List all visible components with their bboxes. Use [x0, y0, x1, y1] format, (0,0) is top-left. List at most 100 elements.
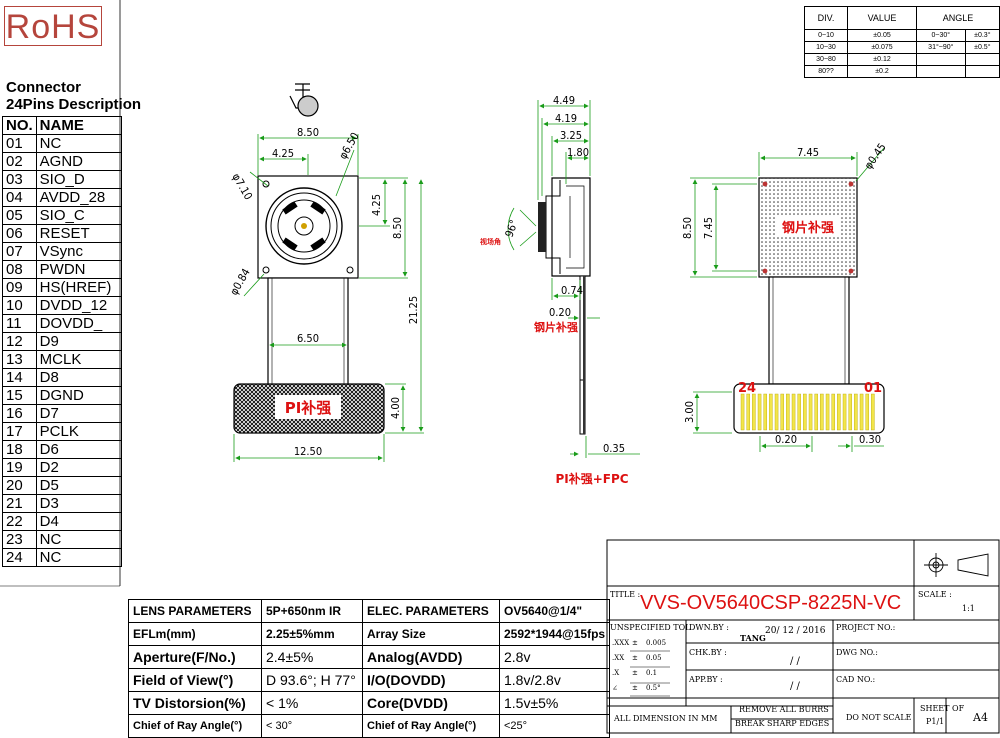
- fpc-contact-finger: [820, 393, 824, 431]
- pin-no: 24: [2, 548, 37, 567]
- lens-cell: <25°: [498, 714, 611, 738]
- remove-burrs-note: REMOVE ALL BURRS: [739, 705, 829, 714]
- pin-no: 12: [2, 332, 37, 351]
- pin-no: 05: [2, 206, 37, 225]
- title-block-frame: [606, 539, 1000, 734]
- lens-cell: Chief of Ray Angle(°): [362, 714, 500, 738]
- back-dim-width: 7.45: [797, 146, 819, 159]
- tol-row-text: ∠ ±0.5°: [612, 684, 676, 692]
- pin-name: VSync: [35, 242, 122, 261]
- first-angle-symbol-icon: [924, 553, 989, 577]
- back-dim-h1: 8.50: [681, 217, 694, 239]
- fpc-contact-finger: [814, 393, 819, 431]
- side-angle-note: 视场角: [480, 237, 501, 246]
- fpc-contact-finger: [808, 393, 813, 431]
- back-dim-h2: 7.45: [702, 217, 715, 239]
- drawing-title: VVS-OV5640CSP-8225N-VC: [640, 592, 902, 614]
- fpc-contact-finger: [831, 393, 836, 431]
- fpc-contact-finger: [871, 393, 875, 431]
- lens-cell: D 93.6°; H 77°: [261, 668, 363, 692]
- front-pad-label: PI补强: [285, 399, 332, 417]
- tol-row-part: .XXX: [612, 639, 630, 647]
- fpc-contact-finger: [763, 393, 768, 431]
- pin-name: PWDN: [35, 260, 122, 279]
- tol-row-text: .XXX±0.005: [612, 639, 676, 647]
- lens-head-3: ELEC. PARAMETERS: [362, 599, 500, 623]
- fpc-contact-finger: [848, 393, 853, 431]
- sheet-size: A4: [973, 711, 988, 724]
- pin-name: NC: [35, 548, 122, 567]
- cad-no-label: CAD NO.:: [836, 675, 876, 684]
- lens-cell: Aperture(F/No.): [128, 645, 262, 669]
- rohs-logo: RoHS: [4, 6, 102, 46]
- side-dim-3: 3.25: [560, 129, 582, 142]
- side-dim-7: 0.35: [603, 442, 625, 455]
- tol-row-part: ±: [632, 669, 638, 677]
- front-dim-hole: φ7.10: [229, 171, 255, 202]
- back-dim-gap: 0.30: [859, 433, 881, 446]
- lens-row: Field of View(°)D 93.6°; H 77°I/O(DOVDD)…: [128, 668, 611, 692]
- tol-row-part: 0.005: [646, 639, 667, 647]
- connector-title-line1: Connector: [6, 79, 81, 96]
- do-not-scale-note: DO NOT SCALE: [846, 713, 912, 722]
- pin-name: D4: [35, 512, 122, 531]
- back-view: 钢片补强 24 01 7.45 φ0.45 8.50 7.45 3.00 0.2: [681, 141, 889, 452]
- fpc-contacts: [740, 393, 875, 431]
- tol-row-part: ∠: [612, 684, 618, 692]
- tol-row-text: .XX ±0.05: [612, 654, 676, 662]
- pin-no: 17: [2, 422, 37, 441]
- tol-row-part: 0.5°: [646, 684, 661, 692]
- side-dim-4: 1.80: [567, 146, 589, 159]
- sheet-of-label: SHEET OF: [920, 704, 965, 713]
- lens-cell: 2.8v: [498, 645, 611, 669]
- fpc-contact-finger: [757, 393, 762, 431]
- side-dim-6: 0.20: [549, 306, 571, 319]
- lens-head-4: OV5640@1/4": [498, 599, 611, 623]
- lens-cell: Field of View(°): [128, 668, 262, 692]
- scale-value: 1:1: [962, 604, 975, 613]
- lens-cell: < 1%: [261, 691, 363, 715]
- pin-no: 13: [2, 350, 37, 369]
- tol-row-part: ±: [632, 684, 638, 692]
- side-dim-2: 4.19: [555, 112, 577, 125]
- fpc-contact-finger: [740, 393, 745, 431]
- pin-name: D5: [35, 476, 122, 495]
- lens-parameters-table: LENS PARAMETERS 5P+650nm IR ELEC. PARAME…: [128, 599, 611, 738]
- lens-cell: 2592*1944@15fps: [498, 622, 611, 646]
- tol-cell: [964, 65, 1000, 78]
- tol-row-part: .XX: [612, 654, 625, 662]
- tol-row-part: ±: [632, 654, 638, 662]
- tol-head-value: VALUE: [847, 6, 917, 30]
- all-dimension-note: ALL DIMENSION IN MM: [614, 714, 718, 723]
- dwg-no-label: DWG NO.:: [836, 648, 878, 657]
- back-steel-label: 钢片补强: [782, 220, 834, 236]
- fpc-contact-finger: [859, 393, 864, 431]
- lens-cell: 1.8v/2.8v: [498, 668, 611, 692]
- fpc-contact-finger: [774, 393, 779, 431]
- pin-name: RESET: [35, 224, 122, 243]
- dwn-date: 20/ 12 / 2016: [765, 626, 826, 636]
- side-dim-angle: 96°: [503, 218, 521, 239]
- front-dim-fpc: 6.50: [297, 332, 319, 345]
- back-dim-pitch: 0.20: [775, 433, 797, 446]
- tol-row: 30~80±0.12: [804, 53, 1000, 66]
- pin-no: 10: [2, 296, 37, 315]
- tol-row-part: 0.05: [646, 654, 662, 662]
- projection-symbol-icon: [289, 83, 319, 117]
- dwn-by-label: DWN.BY :: [689, 623, 729, 632]
- fpc-contact-finger: [786, 393, 790, 431]
- chk-by-label: CHK.BY :: [689, 648, 727, 657]
- lens-cell: I/O(DOVDD): [362, 668, 500, 692]
